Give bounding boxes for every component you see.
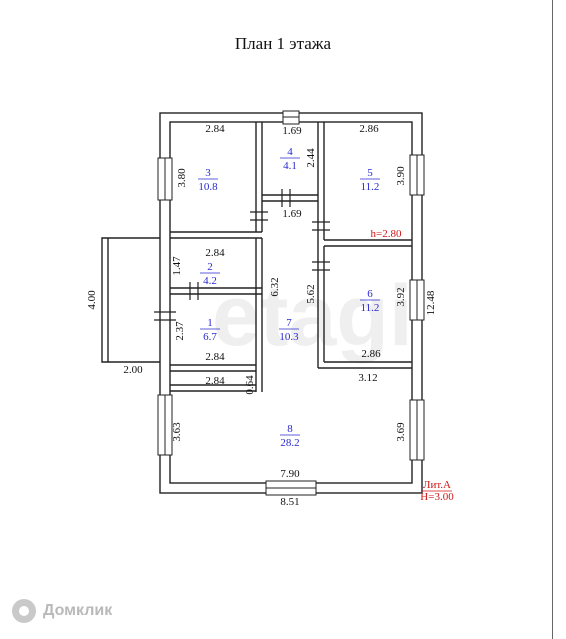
dimension-labels: 2.84 3.80 1.69 2.44 1.69 2.86 3.90 h=2.8… (86, 123, 454, 508)
dim-hall-height: 6.32 (269, 277, 281, 296)
lit-label: Лит.А (423, 479, 451, 491)
dim-corridor-width: 1.69 (282, 208, 302, 220)
room-3-label: 3 10.8 (198, 167, 218, 193)
room-8-label: 8 28.2 (280, 423, 300, 449)
dim-r5-width: 2.86 (359, 123, 379, 135)
room-4-label: 4 4.1 (280, 146, 300, 172)
svg-text:28.2: 28.2 (280, 437, 299, 449)
svg-text:3: 3 (205, 167, 211, 179)
svg-text:8: 8 (287, 423, 293, 435)
dim-r2-height: 1.47 (171, 256, 183, 276)
dim-r6-bottom: 3.12 (358, 372, 377, 384)
dim-overall-width: 8.51 (280, 496, 299, 508)
room-5-label: 5 11.2 (360, 167, 380, 193)
dim-r6-height: 5.62 (305, 284, 317, 303)
room-2-label: 2 4.2 (200, 261, 220, 287)
svg-text:4.1: 4.1 (283, 160, 297, 172)
room-6-label: 6 11.2 (360, 288, 380, 314)
dim-r8-right-height: 3.69 (395, 422, 407, 442)
dim-r4-width: 1.69 (282, 125, 302, 137)
porch-outline (101, 237, 160, 363)
windows (157, 110, 425, 496)
dim-r1-height: 2.37 (174, 321, 186, 341)
svg-text:4.2: 4.2 (203, 275, 217, 287)
svg-text:7: 7 (286, 317, 292, 329)
svg-text:4: 4 (287, 146, 293, 158)
svg-text:11.2: 11.2 (361, 181, 380, 193)
dim-r4-height: 2.44 (305, 148, 317, 168)
brand-logo: Домклик (12, 598, 112, 624)
building-height-label: Н=3.00 (420, 491, 454, 503)
dim-r8-left-height: 3.63 (171, 422, 183, 442)
dim-r2-width: 2.84 (205, 247, 225, 259)
dim-r6-width: 2.86 (361, 348, 381, 360)
dim-r1-width: 2.84 (205, 351, 225, 363)
dim-porch-depth: 4.00 (86, 290, 98, 310)
watermark-text: etagi (212, 268, 413, 364)
dim-wall-gap: 0.64 (244, 375, 256, 395)
doors (154, 189, 330, 321)
brand-mark-icon (12, 599, 36, 623)
svg-text:10.8: 10.8 (198, 181, 218, 193)
ceiling-height-label: h=2.80 (371, 228, 402, 240)
room-1-label: 1 6.7 (200, 317, 220, 343)
svg-text:2: 2 (207, 261, 213, 273)
svg-text:11.2: 11.2 (361, 302, 380, 314)
dim-r8-width: 7.90 (280, 468, 300, 480)
svg-text:6.7: 6.7 (203, 331, 217, 343)
dim-r6-side: 3.92 (395, 287, 407, 306)
dim-porch-width: 2.00 (123, 364, 143, 376)
room-labels: 3 10.8 4 4.1 5 11.2 2 4.2 6 11.2 1 6.7 (198, 146, 380, 449)
dim-r5-height: 3.90 (395, 166, 407, 186)
dim-r8-top-left: 2.84 (205, 375, 225, 387)
dim-r3-width: 2.84 (205, 123, 225, 135)
svg-text:6: 6 (367, 288, 373, 300)
svg-text:10.3: 10.3 (279, 331, 299, 343)
dim-r3-height: 3.80 (176, 168, 188, 188)
brand-name: Домклик (43, 602, 113, 619)
dim-overall-depth: 12.48 (425, 290, 437, 315)
room-7-label: 7 10.3 (279, 317, 299, 343)
svg-text:5: 5 (367, 167, 373, 179)
page-edge-rule (552, 0, 553, 639)
svg-text:1: 1 (207, 317, 213, 329)
plan-title: План 1 этажа (234, 34, 332, 53)
